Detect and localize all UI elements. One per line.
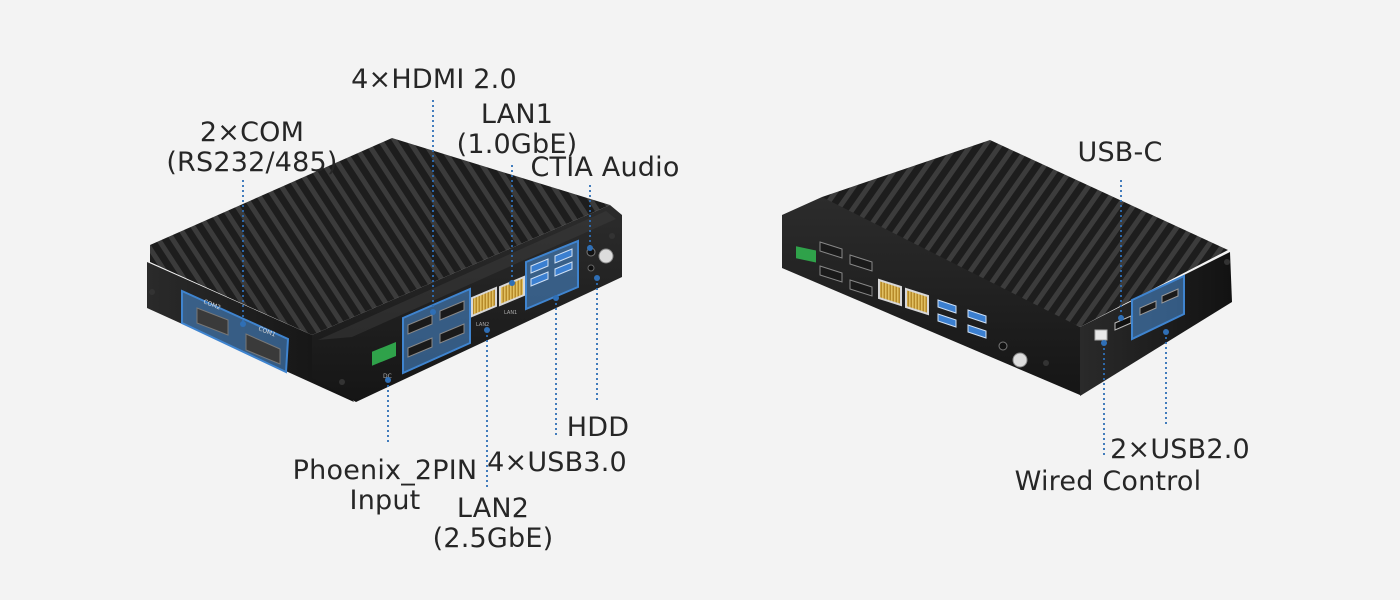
label-lan2-line1: LAN2 [456,493,530,524]
hdd-led [587,264,595,272]
power-button-left [598,248,614,264]
heatsink-left [150,138,610,335]
heatsink-right [822,140,1228,327]
silk-lan2: LAN2 [476,322,489,328]
label-com-line2: (RS232/485) [166,147,338,178]
label-lan1: LAN1 (1.0GbE) [457,100,578,160]
leader-lines [242,100,1167,490]
wired-control-port [1094,329,1108,341]
label-lan1-line1: LAN1 [480,99,554,130]
phoenix-terminal-right [796,246,816,263]
lan1-port [499,275,525,307]
label-usb20: 2×USB2.0 [1110,434,1250,465]
silk-lan1: LAN1 [504,310,517,316]
label-phoenix: Phoenix_2PIN Input [293,456,478,516]
label-usb30: 4×USB3.0 [487,447,627,478]
label-com-line1: 2×COM [199,117,305,148]
label-hdd: HDD [566,412,630,443]
label-lan2: LAN2 (2.5GbE) [433,494,554,554]
label-hdmi: 4×HDMI 2.0 [351,64,517,95]
label-lan2-line2: (2.5GbE) [432,523,554,554]
label-com: 2×COM (RS232/485) [166,118,337,178]
label-phoenix-line2: Input [349,485,421,516]
lan2-port [471,286,497,318]
label-audio: CTIA Audio [530,152,680,183]
lan-port-right-a [878,278,902,307]
device-right [782,140,1232,396]
phoenix-terminal [372,342,396,366]
label-lan1-line2: (1.0GbE) [456,129,578,160]
label-wired: Wired Control [1014,466,1202,497]
label-usbc: USB-C [1077,137,1163,168]
silk-dc: DC [383,373,392,380]
label-phoenix-line1: Phoenix_2PIN [292,455,478,486]
lan-port-right-b [905,287,929,316]
device-left: COM2 COM1 DC LAN2 LAN1 [147,138,622,402]
power-button-right [1012,352,1028,368]
